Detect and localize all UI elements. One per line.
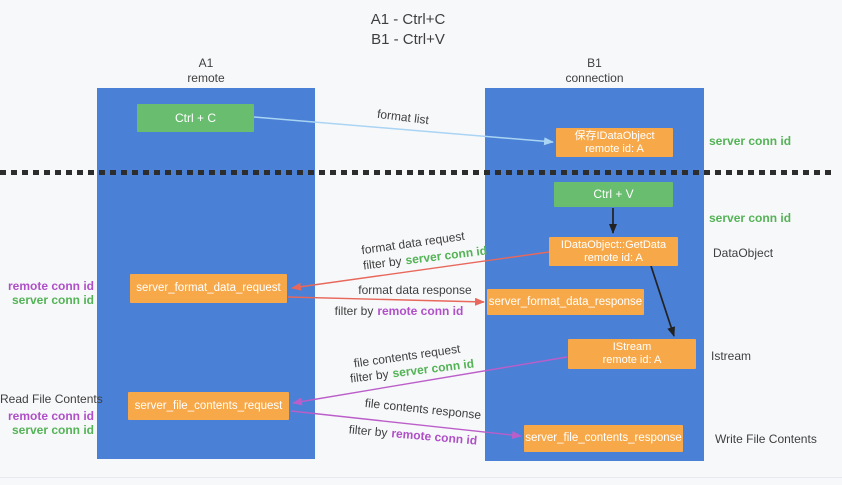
left-remote-conn-id-2: remote conn id [7, 409, 94, 423]
right-write-file-contents: Write File Contents [715, 432, 817, 446]
node-save-idataobject-line2: remote id: A [585, 142, 644, 155]
remote-conn-id-text: remote conn id [377, 304, 464, 318]
label-format-list: format list [376, 106, 430, 128]
node-server-format-data-request: server_format_data_request [130, 274, 287, 303]
node-file-request-label: server_file_contents_request [134, 399, 283, 412]
dashed-separator-line [0, 170, 836, 175]
diagram-title: A1 - Ctrl+C B1 - Ctrl+V [288, 10, 528, 50]
bottom-hairline [0, 477, 842, 478]
lane-b1-role: connection [565, 71, 624, 85]
node-ctrl-v-label: Ctrl + V [593, 187, 634, 201]
node-format-response-label: server_format_data_response [488, 295, 643, 308]
label-file-contents-response: file contents response [364, 395, 482, 423]
node-ctrl-c: Ctrl + C [137, 104, 254, 132]
filter-by-text: filter by [334, 304, 374, 318]
title-line-1: A1 - Ctrl+C [370, 11, 446, 28]
lane-header-b1: B1 connection [485, 56, 704, 86]
lane-header-a1: A1 remote [97, 56, 315, 86]
right-istream: Istream [711, 349, 752, 363]
left-server-conn-id-2: server conn id [11, 423, 94, 437]
node-format-request-label: server_format_data_request [136, 282, 281, 294]
left-server-conn-id-1: server conn id [11, 293, 94, 307]
node-istream: IStream remote id: A [568, 339, 696, 369]
node-server-file-contents-request: server_file_contents_request [128, 392, 289, 420]
node-save-idataobject-line1: 保存IDataObject [574, 129, 655, 142]
node-ctrl-v: Ctrl + V [554, 182, 673, 207]
node-file-response-label: server_file_contents_response [525, 432, 682, 444]
node-ctrl-c-label: Ctrl + C [174, 110, 216, 125]
lane-a1-name: A1 [198, 56, 214, 70]
left-remote-conn-id-1: remote conn id [7, 279, 94, 293]
node-server-format-data-response: server_format_data_response [487, 289, 644, 315]
lane-a1-role: remote [187, 71, 225, 85]
right-dataobject: DataObject [713, 246, 774, 260]
node-idataobject-getdata: IDataObject::GetData remote id: A [549, 237, 678, 266]
right-server-conn-id-1: server conn id [709, 134, 792, 148]
label-format-data-response: format data response [358, 283, 472, 297]
remote-conn-id-text: remote conn id [390, 426, 478, 448]
arrow-format-data-response [287, 296, 485, 306]
filter-by-text: filter by [362, 253, 403, 273]
node-server-file-contents-response: server_file_contents_response [524, 425, 683, 452]
left-read-file-contents: Read File Contents [0, 392, 103, 406]
node-istream-line1: IStream [612, 341, 652, 353]
node-getdata-line1: IDataObject::GetData [560, 238, 667, 251]
node-save-idataobject: 保存IDataObject remote id: A [556, 128, 673, 157]
right-server-conn-id-2: server conn id [709, 211, 792, 225]
lane-b1-name: B1 [587, 56, 602, 70]
node-istream-line2: remote id: A [602, 354, 662, 366]
filter-by-text: filter by [348, 422, 389, 440]
node-getdata-line2: remote id: A [584, 251, 643, 264]
title-line-2: B1 - Ctrl+V [371, 31, 445, 48]
